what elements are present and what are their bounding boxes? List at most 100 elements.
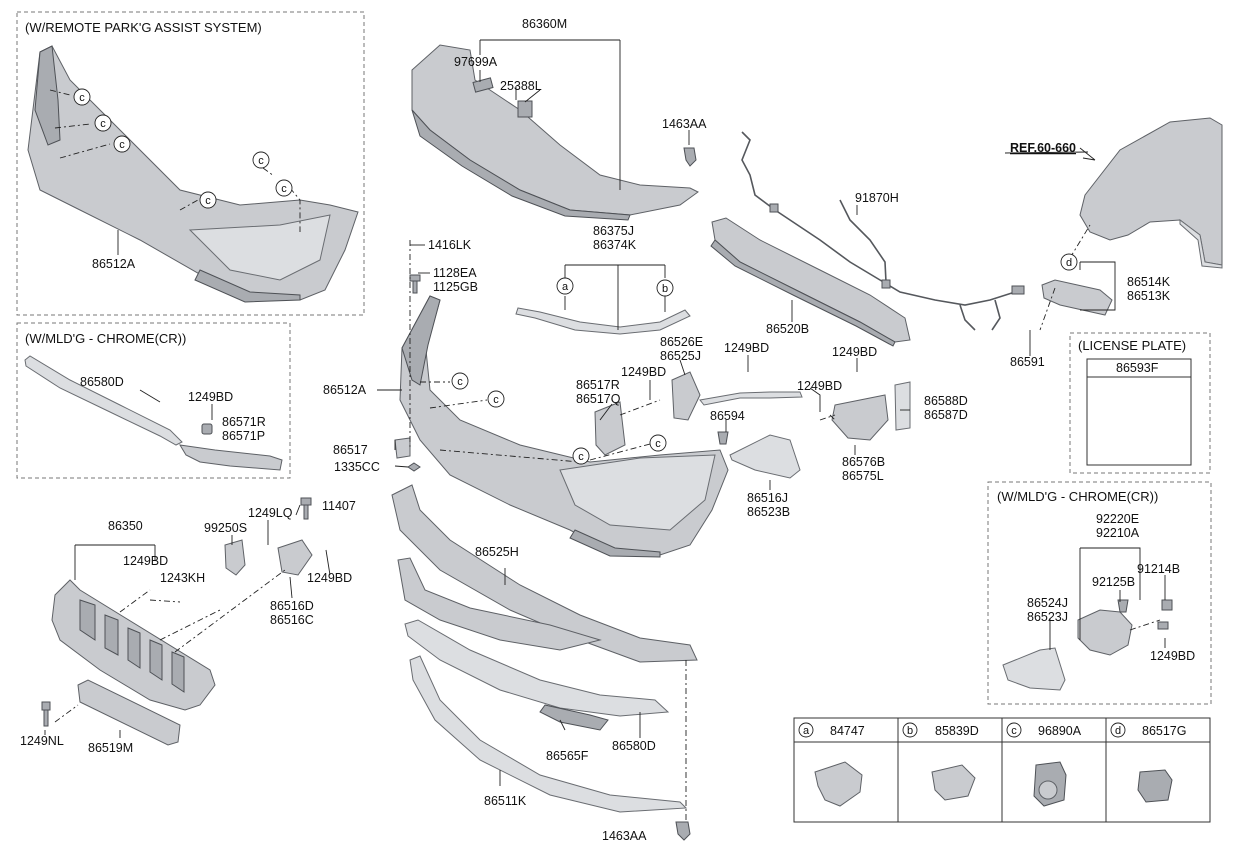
svg-text:11407: 11407	[322, 499, 356, 513]
svg-text:86523B: 86523B	[747, 505, 790, 519]
svg-text:1249NL: 1249NL	[20, 734, 64, 748]
svg-text:92125B: 92125B	[1092, 575, 1135, 589]
svg-text:1128EA: 1128EA	[433, 266, 477, 280]
svg-text:1249BD: 1249BD	[797, 379, 842, 393]
svg-text:86591: 86591	[1010, 355, 1045, 369]
svg-text:1125GB: 1125GB	[433, 280, 478, 294]
svg-text:c: c	[655, 438, 661, 450]
svg-text:86516D: 86516D	[270, 599, 314, 613]
bumper-cover-main	[399, 295, 729, 558]
note-license-plate: (LICENSE PLATE)	[1078, 338, 1186, 353]
svg-text:c: c	[281, 183, 287, 195]
inset-box-mldg-chrome-right	[987, 481, 1212, 705]
svg-text:96890A: 96890A	[1038, 724, 1082, 738]
svg-text:1249BD: 1249BD	[621, 365, 666, 379]
energy-absorber	[710, 217, 911, 347]
svg-text:92210A: 92210A	[1096, 526, 1140, 540]
garnish-strip	[515, 307, 691, 335]
svg-text:c: c	[79, 92, 85, 104]
svg-text:86571P: 86571P	[222, 429, 265, 443]
bolt-1128ea	[409, 274, 421, 294]
table-cell-b: b 85839D	[902, 722, 979, 801]
svg-text:1249BD: 1249BD	[188, 390, 233, 404]
svg-text:c: c	[205, 195, 211, 207]
lower-bumper-parts	[391, 484, 698, 841]
svg-text:91214B: 91214B	[1137, 562, 1180, 576]
svg-text:86580D: 86580D	[612, 739, 656, 753]
svg-text:86516C: 86516C	[270, 613, 314, 627]
svg-text:86593F: 86593F	[1116, 361, 1159, 375]
inset-box-license-plate	[1069, 332, 1211, 474]
svg-text:86580D: 86580D	[80, 375, 124, 389]
svg-text:86375J: 86375J	[593, 224, 634, 238]
svg-text:1249LQ: 1249LQ	[248, 506, 293, 520]
callout-circles: c c c c c c a b c c c c d	[73, 88, 1078, 465]
svg-text:1416LK: 1416LK	[428, 238, 472, 252]
grille-brackets	[224, 497, 313, 576]
svg-text:86517Q: 86517Q	[576, 392, 621, 406]
note-remote-park: (W/REMOTE PARK'G ASSIST SYSTEM)	[25, 20, 262, 35]
svg-text:86588D: 86588D	[924, 394, 968, 408]
svg-text:b: b	[907, 725, 913, 737]
svg-text:1249BD: 1249BD	[1150, 649, 1195, 663]
svg-text:99250S: 99250S	[204, 521, 247, 535]
svg-text:86523J: 86523J	[1027, 610, 1068, 624]
inset-box-remote-park	[16, 11, 365, 316]
mounting-brackets-center	[394, 371, 911, 479]
svg-text:c: c	[258, 155, 264, 167]
svg-text:86517: 86517	[333, 443, 368, 457]
bumper-cover-inset	[27, 45, 359, 303]
wiring-harness	[741, 131, 1025, 331]
svg-text:86516J: 86516J	[747, 491, 788, 505]
svg-text:d: d	[1115, 725, 1121, 737]
svg-text:91870H: 91870H	[855, 191, 899, 205]
svg-text:1249BD: 1249BD	[724, 341, 769, 355]
part-labels: (W/REMOTE PARK'G ASSIST SYSTEM) (W/MLD'G…	[20, 17, 1195, 843]
svg-text:86520B: 86520B	[766, 322, 809, 336]
svg-text:1249BD: 1249BD	[307, 571, 352, 585]
svg-text:c: c	[493, 394, 499, 406]
svg-text:25388L: 25388L	[500, 79, 542, 93]
svg-text:c: c	[578, 451, 584, 463]
svg-text:85839D: 85839D	[935, 724, 979, 738]
svg-text:86514K: 86514K	[1127, 275, 1171, 289]
note-ref: REF.60-660	[1010, 141, 1076, 155]
svg-text:86350: 86350	[108, 519, 143, 533]
callout-parts-table: a 84747 b 85839D c 96890A d 86517G	[793, 717, 1211, 823]
side-bracket	[1041, 279, 1113, 316]
svg-text:92220E: 92220E	[1096, 512, 1139, 526]
svg-text:86374K: 86374K	[593, 238, 637, 252]
svg-text:c: c	[1011, 725, 1017, 737]
note-mldg-chrome-right: (W/MLD'G - CHROME(CR))	[997, 489, 1158, 504]
note-mldg-chrome-left: (W/MLD'G - CHROME(CR))	[25, 331, 186, 346]
svg-text:1463AA: 1463AA	[602, 829, 647, 843]
leader-lines	[44, 39, 1166, 822]
radiator-grille	[41, 579, 216, 746]
svg-text:86576B: 86576B	[842, 455, 885, 469]
fog-lamp-bracket	[1002, 599, 1173, 691]
svg-text:1243KH: 1243KH	[160, 571, 205, 585]
svg-text:1335CC: 1335CC	[334, 460, 380, 474]
svg-text:86525H: 86525H	[475, 545, 519, 559]
under-cover	[411, 44, 699, 221]
svg-text:86524J: 86524J	[1027, 596, 1068, 610]
svg-text:86526E: 86526E	[660, 335, 703, 349]
table-cell-a: a 84747	[798, 722, 865, 807]
svg-text:86525J: 86525J	[660, 349, 701, 363]
svg-text:c: c	[457, 376, 463, 388]
svg-text:d: d	[1066, 257, 1072, 269]
svg-text:86513K: 86513K	[1127, 289, 1171, 303]
svg-text:c: c	[119, 139, 125, 151]
svg-text:86512A: 86512A	[323, 383, 367, 397]
svg-text:86575L: 86575L	[842, 469, 884, 483]
svg-text:86519M: 86519M	[88, 741, 133, 755]
svg-text:86587D: 86587D	[924, 408, 968, 422]
inset-box-mldg-chrome-left	[16, 322, 291, 479]
table-cell-d: d 86517G	[1110, 722, 1186, 803]
fender	[1079, 117, 1223, 269]
clip-1463aa-top	[683, 147, 697, 167]
svg-text:1249BD: 1249BD	[123, 554, 168, 568]
svg-text:c: c	[100, 118, 106, 130]
svg-text:1249BD: 1249BD	[832, 345, 877, 359]
